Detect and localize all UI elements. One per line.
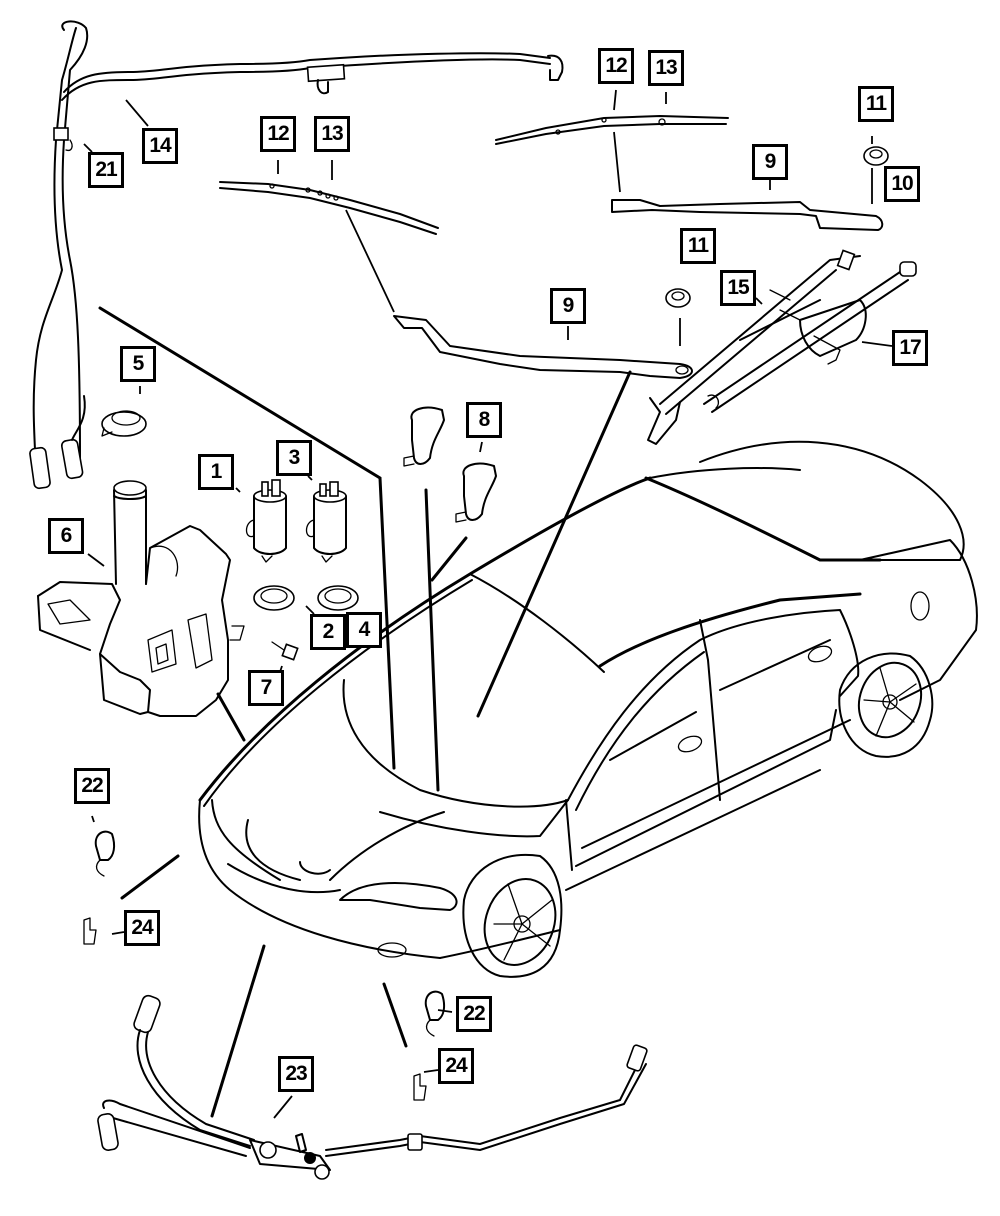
- callout-11-right[interactable]: 11: [858, 86, 894, 122]
- callout-13-right[interactable]: 13: [648, 50, 684, 86]
- callout-10[interactable]: 10: [884, 166, 920, 202]
- pump-grommets: [253, 585, 359, 611]
- reservoir-cap: [101, 410, 147, 437]
- leader-22a: [91, 815, 95, 823]
- wiper-blade-right: [495, 115, 729, 145]
- callout-12-right[interactable]: 12: [598, 48, 634, 84]
- callout-3[interactable]: 3: [276, 440, 312, 476]
- callout-17[interactable]: 17: [892, 330, 928, 366]
- wiper-linkage-assembly: [647, 249, 917, 445]
- callout-5[interactable]: 5: [120, 346, 156, 382]
- pivot-nut-left: [665, 288, 691, 308]
- rear-wheel: [838, 652, 934, 758]
- leader-22b: [437, 1009, 453, 1013]
- leader-hose-lower: [210, 944, 266, 1118]
- leader-21: [83, 143, 93, 153]
- washer-nozzles: [403, 406, 497, 523]
- leader-24b: [423, 1069, 439, 1073]
- callout-23[interactable]: 23: [278, 1056, 314, 1092]
- callout-11-left[interactable]: 11: [680, 228, 716, 264]
- leader-hose-to-car: [98, 306, 396, 770]
- leader-6: [87, 553, 105, 567]
- callout-2[interactable]: 2: [310, 614, 346, 650]
- headlamp-nozzle-right: [424, 990, 446, 1037]
- car-body: [198, 440, 978, 978]
- leader-17: [861, 341, 893, 347]
- leader-2: [305, 605, 315, 615]
- nozzle-clip-right: [413, 1073, 427, 1101]
- pivot-nut-right: [863, 146, 889, 166]
- leader-nozzle-to-hood: [424, 488, 440, 792]
- leader-front-right: [382, 982, 408, 1048]
- callout-6[interactable]: 6: [48, 518, 84, 554]
- reservoir-screw: [271, 641, 299, 661]
- callout-4[interactable]: 4: [346, 612, 382, 648]
- callout-9-left[interactable]: 9: [550, 288, 586, 324]
- leader-8: [479, 441, 483, 453]
- callout-21[interactable]: 21: [88, 152, 124, 188]
- wiper-blade-left: [219, 181, 439, 235]
- leader-15: [755, 297, 763, 305]
- leader-reservoir-to-car: [216, 692, 246, 742]
- headlamp-nozzle-left: [94, 830, 116, 877]
- callout-7[interactable]: 7: [248, 670, 284, 706]
- leader-24a: [111, 931, 125, 935]
- callout-9-right[interactable]: 9: [752, 144, 788, 180]
- front-wheel: [462, 853, 563, 978]
- leader-14: [125, 99, 149, 127]
- callout-8[interactable]: 8: [466, 402, 502, 438]
- callout-22-left[interactable]: 22: [74, 768, 110, 804]
- wiper-arm-right: [611, 199, 884, 231]
- leader-12b: [613, 89, 617, 111]
- lower-washer-hose: [97, 994, 648, 1180]
- leader-1: [235, 487, 241, 493]
- washer-reservoir: [37, 480, 245, 717]
- callout-13-left[interactable]: 13: [314, 116, 350, 152]
- washer-pump-front: [245, 479, 287, 563]
- leader-blade-to-arm-right: [613, 131, 621, 193]
- callout-24-left[interactable]: 24: [124, 910, 160, 946]
- callout-14[interactable]: 14: [142, 128, 178, 164]
- leader-blade-to-arm-left: [345, 209, 395, 313]
- leader-23: [273, 1095, 293, 1119]
- leader-arm-to-windshield: [476, 370, 632, 718]
- callout-22-right[interactable]: 22: [456, 996, 492, 1032]
- callout-12-left[interactable]: 12: [260, 116, 296, 152]
- wiper-arm-left: [393, 315, 693, 379]
- nozzle-clip-left: [83, 917, 97, 945]
- callout-24-right[interactable]: 24: [438, 1048, 474, 1084]
- leader-front-left: [120, 854, 180, 900]
- upper-washer-hose: [29, 20, 564, 490]
- leader-nozzle-2: [430, 536, 468, 582]
- callout-15[interactable]: 15: [720, 270, 756, 306]
- leader-3: [307, 475, 313, 481]
- washer-pump-rear: [305, 481, 347, 563]
- callout-1[interactable]: 1: [198, 454, 234, 490]
